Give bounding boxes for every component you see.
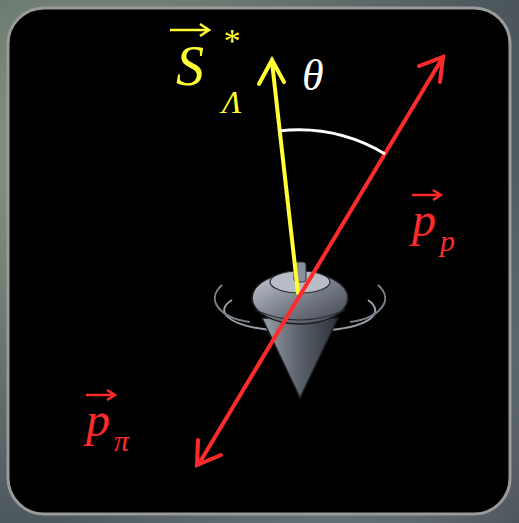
vector-accent: [86, 24, 441, 400]
vector-symbol: p: [86, 396, 110, 444]
spin-vector: [259, 60, 298, 293]
angle-arc: [279, 130, 385, 154]
subscript: p: [440, 226, 455, 256]
panel: [8, 8, 510, 514]
angle-symbol: θ: [302, 54, 324, 98]
subscript: Λ: [222, 86, 241, 118]
spinning-top: [215, 262, 385, 398]
subscript: π: [114, 426, 129, 456]
momentum-line: [197, 57, 443, 465]
vector-symbol: p: [412, 196, 436, 244]
vector-symbol: S: [176, 38, 204, 94]
superscript: *: [222, 24, 239, 58]
